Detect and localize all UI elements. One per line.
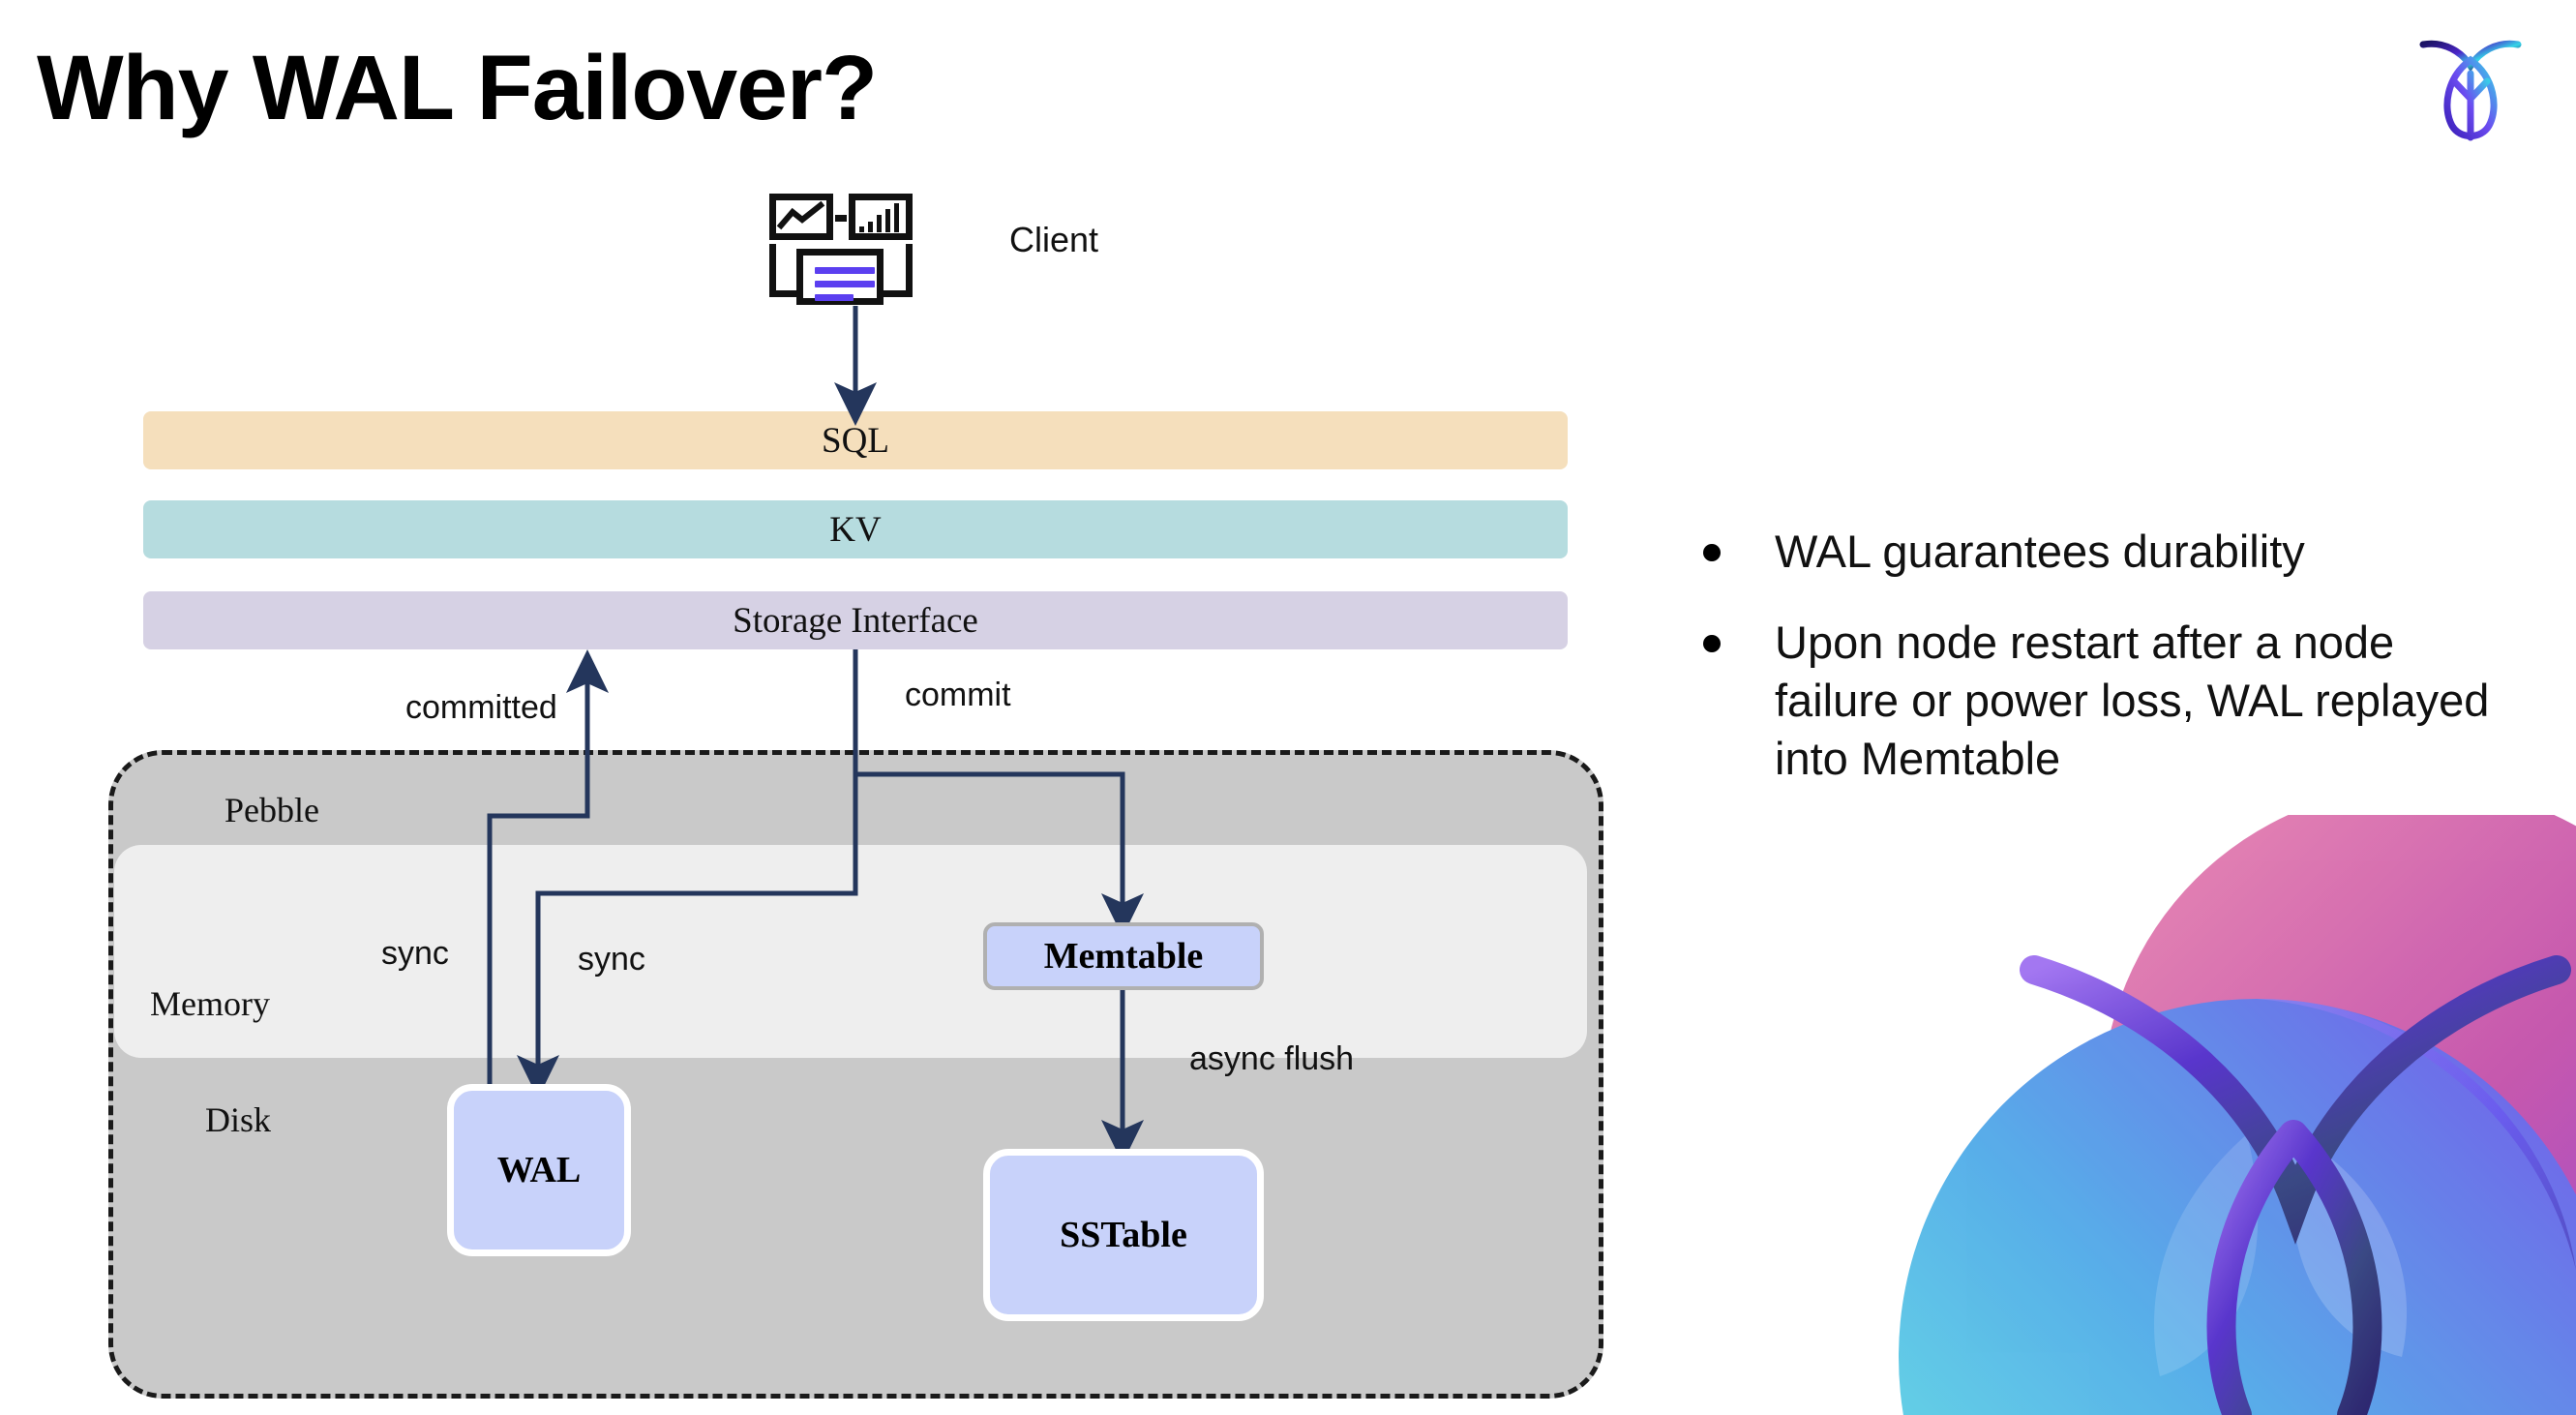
layer-bar-kv: KV — [143, 500, 1568, 558]
page-title: Why WAL Failover? — [37, 37, 878, 139]
layer-bar-storage: Storage Interface — [143, 591, 1568, 649]
bullet-text: WAL guarantees durability — [1775, 526, 2305, 577]
bullet-dot-icon — [1703, 635, 1721, 653]
layer-bar-label: KV — [829, 509, 882, 550]
pebble-label: Pebble — [225, 791, 319, 829]
bullet-list: WAL guarantees durability Upon node rest… — [1703, 523, 2535, 822]
bracket-left-icon — [769, 244, 800, 297]
disk-label: Disk — [205, 1100, 272, 1139]
doc-line — [815, 294, 854, 301]
memory-zone — [114, 845, 1587, 1058]
node-label: SSTable — [1060, 1215, 1187, 1255]
node-label: Memtable — [1043, 936, 1204, 977]
edge-label-commit: commit — [905, 677, 1011, 713]
node-wal: WAL — [447, 1084, 631, 1256]
bar-chart-icon — [849, 194, 913, 240]
edge-label-committed: committed — [405, 689, 557, 726]
memory-label: Memory — [150, 984, 270, 1023]
connector-dash-icon — [835, 215, 847, 222]
edge-label-sync-left: sync — [381, 935, 449, 972]
node-label: WAL — [496, 1150, 582, 1190]
client-dashboard-icon — [769, 194, 924, 305]
layer-bar-label: Storage Interface — [733, 600, 978, 641]
doc-line — [815, 281, 875, 287]
doc-line — [815, 267, 875, 274]
bullet-text: Upon node restart after a node failure o… — [1775, 617, 2490, 785]
line-chart-icon — [769, 194, 833, 240]
bullet-dot-icon — [1703, 544, 1721, 561]
layer-bar-label: SQL — [822, 420, 889, 461]
edge-label-async-flush: async flush — [1189, 1040, 1355, 1077]
node-sstable: SSTable — [983, 1149, 1264, 1321]
node-memtable: Memtable — [983, 922, 1264, 990]
layer-bar-sql: SQL — [143, 411, 1568, 469]
bracket-right-icon — [882, 244, 913, 297]
brand-circles-graphic — [1899, 815, 2576, 1415]
list-item: WAL guarantees durability — [1703, 523, 2535, 581]
edge-label-sync-right: sync — [578, 941, 645, 978]
document-icon — [796, 249, 884, 305]
list-item: Upon node restart after a node failure o… — [1703, 614, 2535, 788]
cockroachdb-logo — [2419, 40, 2522, 141]
client-label: Client — [1009, 220, 1099, 259]
